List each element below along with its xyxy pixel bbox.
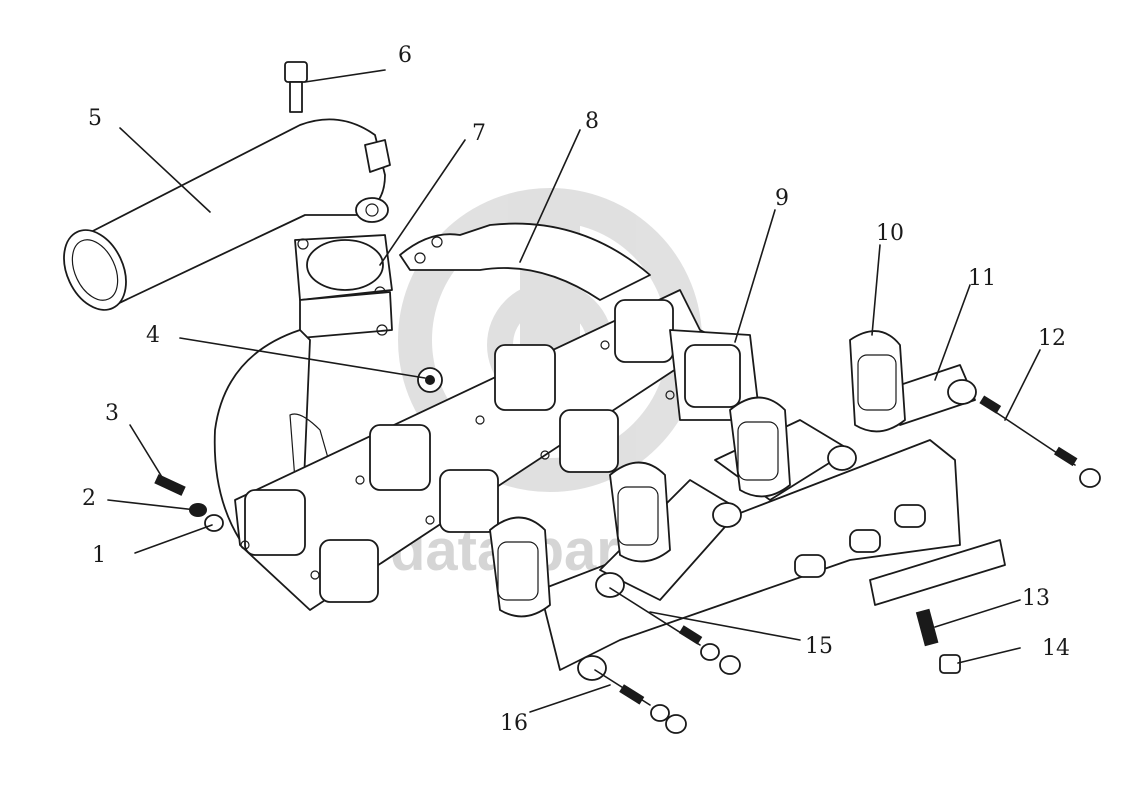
- leader-7: [379, 139, 466, 266]
- leader-5: [119, 127, 211, 213]
- exhaust-port-gaskets: [489, 396, 791, 618]
- part-16-stud: [594, 669, 687, 734]
- leader-4: [179, 337, 426, 379]
- leader-6: [304, 69, 386, 83]
- leader-8: [519, 129, 581, 263]
- callout-3: 3: [105, 401, 119, 426]
- leader-lines: [107, 69, 1041, 713]
- callout-4: 4: [146, 323, 160, 348]
- leader-11: [934, 284, 971, 381]
- part-1-nut: [204, 514, 224, 532]
- callout-2: 2: [82, 486, 96, 511]
- callout-14: 14: [1042, 636, 1070, 661]
- leader-1: [134, 524, 213, 554]
- callout-11: 11: [968, 266, 996, 291]
- callout-9: 9: [775, 186, 789, 211]
- part-10-exhaust-gasket: [849, 330, 906, 433]
- leader-14: [957, 647, 1021, 664]
- leader-2: [107, 499, 197, 511]
- part-3-stud: [154, 474, 186, 496]
- leader-3: [129, 424, 166, 483]
- leader-16: [529, 684, 611, 713]
- part-12-stud: [979, 395, 1101, 488]
- leader-9: [734, 209, 776, 343]
- part-9-port-gasket: [669, 329, 761, 421]
- callout-7: 7: [472, 121, 486, 146]
- callout-15: 15: [805, 634, 833, 659]
- part-2-washer: [189, 503, 207, 517]
- part-8-gasket-plate: [399, 222, 651, 301]
- callout-labels: 1 2 3 4 5 6 7 8 9 10 11 12 13 14 15 16: [82, 43, 1070, 736]
- part-13-stud: [915, 608, 939, 647]
- part-5-elbow-pipe: [63, 118, 391, 311]
- part-6-bolt: [284, 61, 308, 113]
- callout-12: 12: [1038, 326, 1066, 351]
- part-4-plug: [417, 367, 443, 393]
- part-7-flange-gasket: [294, 234, 393, 339]
- leader-10: [871, 244, 881, 336]
- callout-10: 10: [876, 221, 904, 246]
- part-15-stud: [609, 587, 741, 675]
- leader-12: [1004, 349, 1041, 421]
- leader-13: [934, 599, 1021, 628]
- callout-8: 8: [585, 109, 599, 134]
- leader-15: [649, 611, 801, 641]
- callout-5: 5: [88, 106, 102, 131]
- part-14-nut: [939, 654, 961, 674]
- callout-1: 1: [92, 543, 106, 568]
- callout-16: 16: [500, 711, 528, 736]
- callout-13: 13: [1022, 586, 1050, 611]
- intake-gasket: [234, 289, 731, 611]
- callout-6: 6: [398, 43, 412, 68]
